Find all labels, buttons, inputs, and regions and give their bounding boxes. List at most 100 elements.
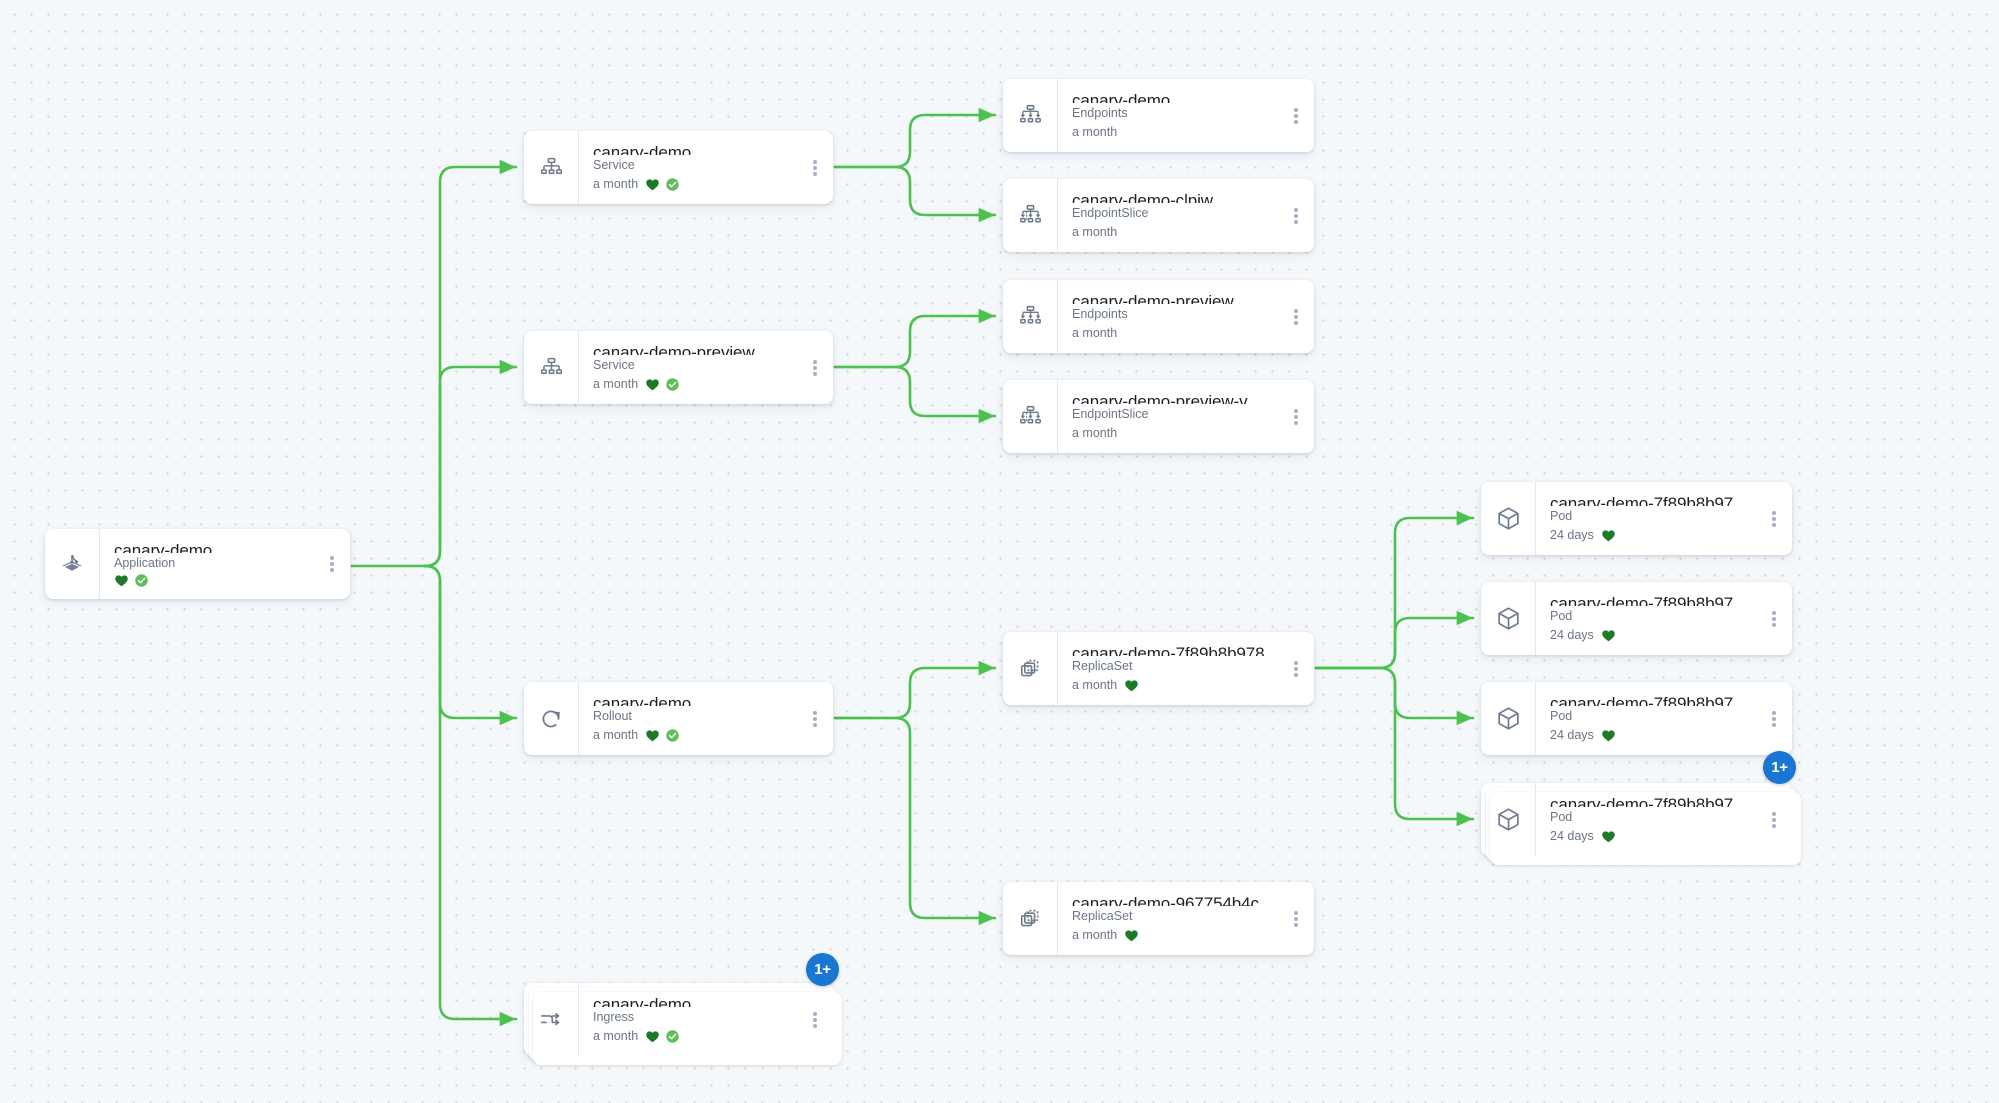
node-body: canary-demo-7f89b8b97... Pod 24 days [1535,482,1760,555]
node-status-icons [1601,829,1616,844]
node-kind: Service [593,158,635,172]
node-status-icons [1601,728,1616,743]
node-status-icons [645,1029,680,1044]
node-meta: a month [593,375,801,393]
node-menu-kebab-icon[interactable] [801,331,829,404]
node-menu-kebab-icon[interactable] [801,131,829,204]
node-status-icons [1124,678,1139,693]
node-status-icons [645,177,680,192]
sync-check-icon [665,377,680,392]
resource-node-replicaset-7f89b8b978[interactable]: canary-demo-7f89b8b978 ReplicaSet a mont… [1003,632,1314,705]
resource-node-pod-1[interactable]: canary-demo-7f89b8b97... Pod 24 days [1481,482,1792,555]
resource-node-replicaset-967754b4c[interactable]: canary-demo-967754b4c ReplicaSet a month [1003,882,1314,955]
node-title: canary-demo-preview-v... [1072,392,1261,404]
resource-node-application[interactable]: canary-demo Application [45,529,350,599]
node-body: canary-demo-preview Endpoints a month [1057,280,1282,353]
node-age: a month [593,728,639,742]
node-body: canary-demo-7f89b8b97... Pod 24 days [1535,582,1760,655]
node-body: canary-demo Application [99,529,318,599]
node-age: a month [1072,426,1118,440]
resource-node-endpointslice-canary-demo-clpjw[interactable]: canary-demo-clpjw EndpointSlice a month [1003,179,1314,252]
health-heart-icon [645,377,660,392]
node-body: canary-demo-clpjw EndpointSlice a month [1057,179,1282,252]
resource-node-ingress-canary-demo[interactable]: canary-demo Ingress a month [524,983,842,1065]
endpointslice-icon [1003,179,1057,252]
node-age: a month [1072,326,1118,340]
resource-node-endpointslice-canary-demo-preview[interactable]: canary-demo-preview-v... EndpointSlice a… [1003,380,1314,453]
sync-check-icon [665,1029,680,1044]
node-menu-kebab-icon[interactable] [1760,682,1788,755]
node-meta: a month [1072,676,1282,694]
node-meta: a month [1072,324,1282,342]
node-menu-kebab-icon[interactable] [1760,482,1788,555]
node-status-icons [645,728,680,743]
node-body: canary-demo Service a month [578,131,801,204]
resource-node-endpoints-canary-demo-preview[interactable]: canary-demo-preview Endpoints a month [1003,280,1314,353]
node-title: canary-demo-7f89b8b978 [1072,644,1265,656]
node-kind: Application [114,556,176,570]
health-heart-icon [1124,928,1139,943]
node-meta: 24 days [1550,526,1760,544]
node-title: canary-demo-7f89b8b97... [1550,694,1748,706]
resource-node-service-canary-demo[interactable]: canary-demo Service a month [524,131,833,204]
node-meta: a month [593,175,801,193]
resource-node-pod-2[interactable]: canary-demo-7f89b8b97... Pod 24 days [1481,582,1792,655]
node-menu-kebab-icon[interactable] [1282,380,1310,453]
node-meta: a month [1072,926,1282,944]
health-heart-icon [1601,829,1616,844]
pod-icon [1481,582,1535,655]
node-title: canary-demo-7f89b8b97... [1550,494,1748,506]
child-count-badge[interactable]: 1+ [806,953,839,986]
node-kind: Pod [1550,810,1573,824]
service-icon [524,331,578,404]
node-title: canary-demo [593,995,692,1007]
endpoints-icon [1003,79,1057,152]
node-kind: Pod [1550,509,1573,523]
node-age: a month [1072,928,1118,942]
health-heart-icon [645,1029,660,1044]
sync-check-icon [665,177,680,192]
node-menu-kebab-icon[interactable] [801,682,829,755]
node-status-icons [114,573,149,588]
node-meta: 24 days [1550,827,1760,845]
node-menu-kebab-icon[interactable] [801,983,829,1056]
node-menu-kebab-icon[interactable] [1760,783,1788,856]
node-menu-kebab-icon[interactable] [1282,280,1310,353]
node-kind: EndpointSlice [1072,206,1149,220]
health-heart-icon [114,573,129,588]
node-kind: Pod [1550,609,1573,623]
resource-node-rollout-canary-demo[interactable]: canary-demo Rollout a month [524,682,833,755]
resource-node-pod-4[interactable]: canary-demo-7f89b8b97... Pod 24 days [1481,783,1801,865]
resource-node-endpoints-canary-demo[interactable]: canary-demo Endpoints a month [1003,79,1314,152]
node-menu-kebab-icon[interactable] [1282,632,1310,705]
node-title: canary-demo-preview [593,343,755,355]
argo-application-icon [45,529,99,599]
node-menu-kebab-icon[interactable] [1282,179,1310,252]
node-kind: ReplicaSet [1072,659,1133,673]
endpoints-icon [1003,280,1057,353]
node-age: 24 days [1550,628,1594,642]
node-kind: Endpoints [1072,106,1128,120]
health-heart-icon [1601,628,1616,643]
node-menu-kebab-icon[interactable] [1282,79,1310,152]
node-menu-kebab-icon[interactable] [318,529,346,599]
resource-node-pod-3[interactable]: canary-demo-7f89b8b97... Pod 24 days [1481,682,1792,755]
node-status-icons [645,377,680,392]
node-meta: 24 days [1550,626,1760,644]
ingress-icon [524,983,578,1056]
node-title: canary-demo [114,541,213,553]
resource-node-service-canary-demo-preview[interactable]: canary-demo-preview Service a month [524,331,833,404]
node-age: a month [1072,225,1118,239]
node-meta: a month [1072,424,1282,442]
replicaset-icon [1003,632,1057,705]
node-menu-kebab-icon[interactable] [1282,882,1310,955]
node-menu-kebab-icon[interactable] [1760,582,1788,655]
node-meta: a month [1072,223,1282,241]
pod-icon [1481,783,1535,856]
node-status-icons [1601,528,1616,543]
node-age: 24 days [1550,728,1594,742]
child-count-badge[interactable]: 1+ [1763,751,1796,784]
node-body: canary-demo Endpoints a month [1057,79,1282,152]
node-kind: Pod [1550,709,1573,723]
